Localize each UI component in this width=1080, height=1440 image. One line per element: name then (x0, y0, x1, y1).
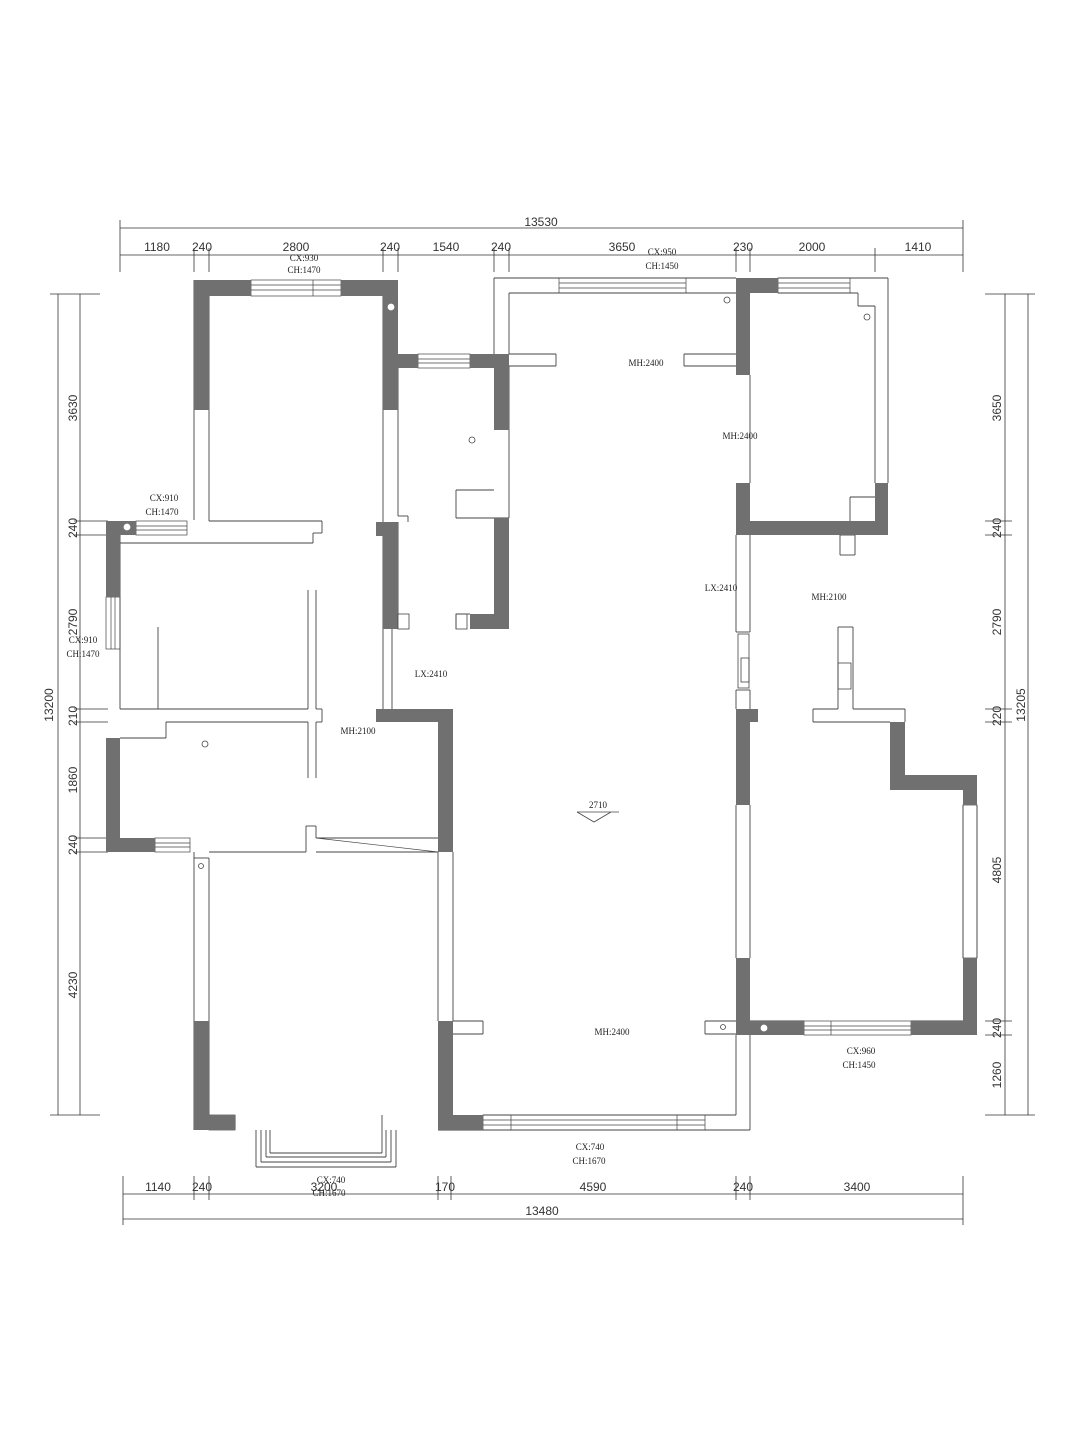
dim-right-5: 4805 (990, 856, 1004, 883)
window-spec-cx: CX:930 (290, 253, 319, 263)
dim-bottom-7: 3400 (844, 1180, 871, 1194)
dim-left-7: 4230 (66, 971, 80, 998)
door-height-label: MH:2400 (722, 431, 758, 441)
window-spec-cx: CX:960 (847, 1046, 876, 1056)
dim-top-9: 2000 (799, 240, 826, 254)
pipe-icon (468, 436, 476, 444)
window-spec-cx: CX:910 (150, 493, 179, 503)
dim-top-7: 3650 (609, 240, 636, 254)
pipe-icon (201, 740, 209, 748)
window-spec-ch: CH:1670 (572, 1156, 606, 1166)
dim-top-1: 1180 (144, 240, 170, 254)
dim-bottom-1: 1140 (145, 1180, 171, 1194)
dim-left-1: 3630 (66, 394, 80, 421)
window-spec-ch: CH:1450 (842, 1060, 876, 1070)
window-spec-cx: CX:910 (69, 635, 98, 645)
dim-right-1: 3650 (990, 394, 1004, 421)
dim-top-2: 240 (192, 240, 212, 254)
dim-left-total: 13200 (42, 688, 56, 722)
beam-height-label: LX:2410 (415, 669, 448, 679)
pipe-icon (720, 1024, 726, 1030)
dim-bottom-3: 3200 (311, 1180, 338, 1194)
dim-top-8: 230 (733, 240, 753, 254)
door-height-label: MH:2400 (628, 358, 664, 368)
windows (105, 277, 978, 1131)
dimension-lines (50, 220, 1035, 1225)
dim-top-10: 1410 (905, 240, 932, 254)
dim-top-3: 2800 (283, 240, 310, 254)
door-height-label: MH:2100 (811, 592, 847, 602)
window-spec-ch: CH:1670 (312, 1188, 346, 1198)
window-spec-cx: CX:950 (648, 247, 677, 257)
dim-right-7: 1260 (990, 1061, 1004, 1088)
shaft-icon (455, 613, 468, 630)
dim-bottom-6: 240 (733, 1180, 753, 1194)
window-spec-ch: CH:1470 (145, 507, 179, 517)
ceiling-level-label: 2710 (589, 800, 608, 810)
pipe-icon (198, 863, 204, 869)
door-height-label: MH:2100 (340, 726, 376, 736)
dim-left-4: 210 (66, 706, 80, 726)
door-height-label: MH:2400 (594, 1027, 630, 1037)
outlet-icon (387, 303, 395, 311)
dim-left-6: 240 (66, 835, 80, 855)
dim-left-5: 1860 (66, 766, 80, 793)
dim-right-total: 13205 (1014, 688, 1028, 722)
dim-bottom-total: 13480 (525, 1204, 559, 1218)
outlet-icon (123, 523, 131, 531)
dim-bottom-4: 170 (435, 1180, 455, 1194)
stove-icon (740, 657, 750, 683)
dim-top-6: 240 (491, 240, 511, 254)
dim-left-3: 2790 (66, 608, 80, 635)
pipe-icon (863, 313, 871, 321)
window-spec-cx: CX:740 (576, 1142, 605, 1152)
dim-right-3: 2790 (990, 608, 1004, 635)
dim-right-2: 240 (990, 518, 1004, 538)
dim-right-4: 220 (990, 706, 1004, 726)
wall-outlines (119, 277, 978, 1168)
window-spec-cx: CX:740 (317, 1175, 346, 1185)
window-spec-ch: CH:1470 (287, 265, 321, 275)
outlet-icon (760, 1024, 768, 1032)
shaft-icon (397, 613, 410, 630)
beam-height-label: LX:2410 (705, 583, 738, 593)
dim-right-6: 240 (990, 1018, 1004, 1038)
dim-left-2: 240 (66, 518, 80, 538)
solid-walls (106, 278, 977, 1130)
level-marker-icon (576, 811, 612, 823)
dim-top-total: 13530 (524, 215, 558, 229)
annotations: CX:930 CH:1470 CX:950 CH:1450 CX:910 CH:… (66, 247, 876, 1198)
dim-top-4: 240 (380, 240, 400, 254)
dim-top-5: 1540 (433, 240, 460, 254)
window-spec-ch: CH:1450 (645, 261, 679, 271)
window-spec-ch: CH:1470 (66, 649, 100, 659)
dimension-texts: 13530 1180 240 2800 240 1540 240 3650 23… (42, 215, 1028, 1218)
pipe-icon (723, 296, 731, 304)
counter-icon (737, 633, 750, 689)
dim-bottom-2: 240 (192, 1180, 212, 1194)
dim-bottom-5: 4590 (580, 1180, 607, 1194)
fixtures (123, 296, 871, 1032)
stove-icon (837, 662, 852, 690)
